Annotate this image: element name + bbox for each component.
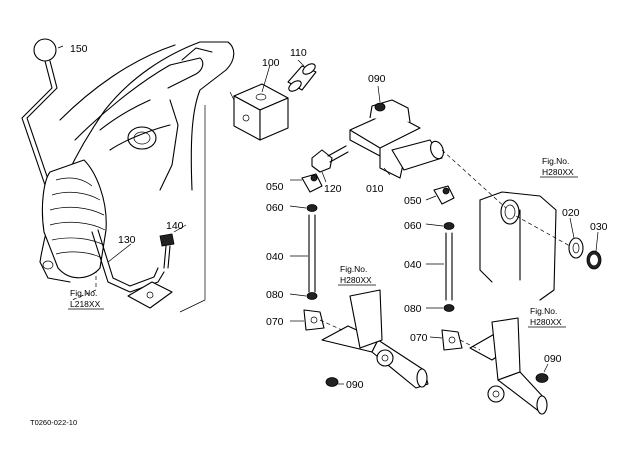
callout-080-left: 080 (266, 289, 284, 301)
block-100 (233, 64, 289, 141)
svg-text:H280XX: H280XX (542, 167, 574, 177)
callout-050-right: 050 (404, 195, 422, 207)
fender-housing (39, 41, 235, 313)
frame-h280 (441, 149, 602, 301)
bushing-110 (287, 59, 317, 92)
nut-090-top (374, 85, 386, 112)
svg-text:Fig.No.: Fig.No. (340, 264, 367, 274)
shaft-bracket-010 (349, 99, 444, 179)
svg-text:H280XX: H280XX (530, 317, 562, 327)
lever-knob (33, 38, 57, 62)
callout-080-right: 080 (404, 303, 422, 315)
svg-text:H280XX: H280XX (340, 275, 372, 285)
mount-plate (127, 281, 173, 309)
left-link-assembly (289, 173, 429, 389)
bolt-120 (311, 145, 349, 183)
callout-100: 100 (262, 57, 280, 69)
shift-boot (41, 159, 107, 279)
fig-ref-h280-right: Fig.No. H280XX (528, 306, 566, 328)
callout-040-right: 040 (404, 259, 422, 271)
callout-090-bottom-right: 090 (544, 353, 562, 365)
fig-ref-h280-mid: Fig.No. H280XX (338, 264, 376, 286)
drawing-code: T0260-022-10 (30, 418, 77, 427)
callout-110: 110 (290, 47, 307, 59)
callout-140: 140 (166, 220, 184, 232)
bolt-140 (159, 224, 187, 269)
callout-030: 030 (590, 221, 608, 233)
callout-040-left: 040 (266, 251, 284, 263)
callout-050-left: 050 (266, 181, 284, 193)
callout-070-left: 070 (266, 316, 284, 328)
svg-text:Fig.No.: Fig.No. (542, 156, 569, 166)
shaft-tube (391, 139, 443, 171)
callout-070-right: 070 (410, 332, 428, 344)
callout-060-right: 060 (404, 220, 422, 232)
callout-010: 010 (366, 183, 384, 195)
right-link-assembly (425, 185, 549, 415)
fig-ref-h280-top: Fig.No. H280XX (540, 156, 578, 178)
callout-150: 150 (70, 43, 88, 55)
callout-020: 020 (562, 207, 580, 219)
shift-lever-assembly (21, 38, 107, 279)
callout-090-bottom-left: 090 (346, 379, 364, 391)
callout-090-top: 090 (368, 73, 386, 85)
callout-060-left: 060 (266, 202, 284, 214)
callout-120: 120 (324, 183, 342, 195)
svg-text:Fig.No.: Fig.No. (530, 306, 557, 316)
svg-text:L218XX: L218XX (70, 299, 101, 309)
callout-130: 130 (118, 234, 136, 246)
svg-text:Fig.No.: Fig.No. (70, 288, 97, 298)
fig-ref-l218: Fig.No. L218XX (68, 288, 104, 310)
